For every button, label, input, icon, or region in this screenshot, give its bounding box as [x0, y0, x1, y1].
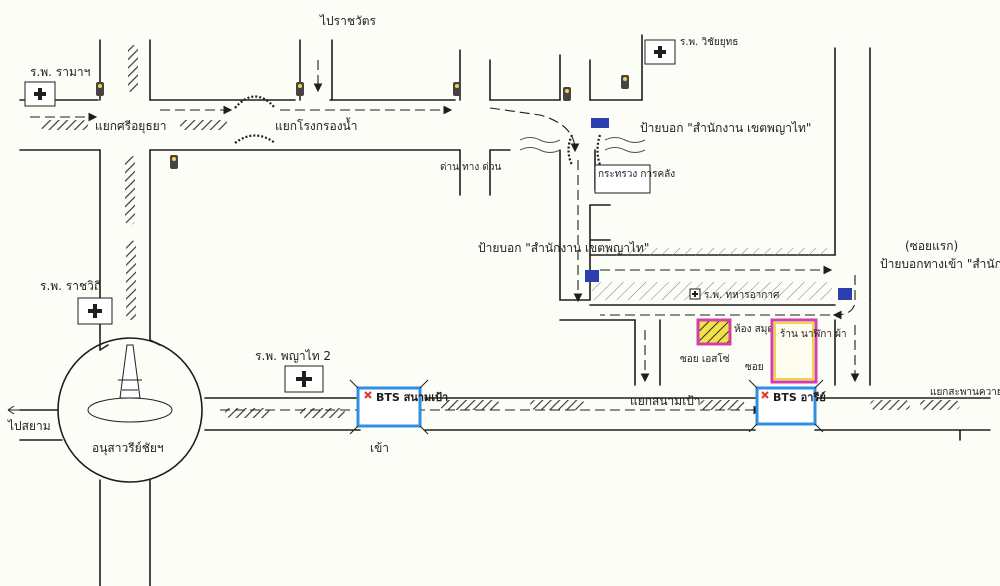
junction-sisao-label: แยกศรีอยุธยา — [95, 119, 166, 134]
destination-shop: ร้าน นาฬิกา ผ้า — [770, 318, 847, 384]
sign-left: ป้ายบอก "สำนักงาน เขตพญาไท" — [478, 241, 649, 282]
junction-water-label: แยกโรงกรองน้ำ — [275, 117, 358, 133]
destination-label: ร้าน นาฬิกา ผ้า — [780, 328, 847, 340]
road-labels: ไปราชวัตร ไปสยาม แยกศรีอยุธยา แยกโรงกรอง… — [7, 14, 1000, 433]
hospital-cross-icon — [296, 371, 312, 387]
to-siam-label: ไปสยาม — [7, 419, 51, 433]
hospital-ramathibodi-label: ร.พ. รามาฯ — [30, 65, 90, 79]
hospital-phayathai2: ร.พ. พญาไท 2 — [255, 349, 331, 393]
traffic-light-icon — [170, 155, 178, 169]
hospital-phayathai2-label: ร.พ. พญาไท 2 — [255, 349, 331, 363]
hospital-tharakarn: ร.พ. ทหารอากาศ — [689, 288, 780, 301]
overpass-arcs — [234, 95, 602, 166]
library-label: ห้อง สมุด — [734, 323, 774, 335]
bts-sanampao: BTS สนามเป้า เข้า — [349, 379, 448, 455]
traffic-light-icon — [453, 82, 461, 96]
traffic-light-icon — [96, 82, 104, 96]
sign-left-label: ป้ายบอก "สำนักงาน เขตพญาไท" — [478, 241, 649, 255]
sign-top: ป้ายบอก "สำนักงาน เขตพญาไท" — [591, 118, 811, 135]
traffic-light-icon — [621, 75, 629, 89]
hospital-cross-icon — [654, 46, 666, 58]
soi-esso: ซอย เอสโซ่ ซอย — [680, 352, 764, 373]
sign-top-label: ป้ายบอก "สำนักงาน เขตพญาไท" — [640, 121, 811, 135]
bts-logo-icon — [761, 391, 769, 399]
soi-esso-label: ซอย เอสโซ่ — [680, 352, 730, 365]
signs: ป้ายบอก "สำนักงาน เขตพญาไท" ป้ายบอก "สำน… — [478, 118, 1000, 300]
bts-ari: BTS อารีย์ — [748, 379, 826, 433]
hospital-wichaiyut-label: ร.พ. วิชัยยุทธ — [680, 37, 738, 48]
traffic-light-icon — [563, 87, 571, 101]
sign-right-note: (ซอยแรก) — [905, 239, 958, 253]
bts-ari-label: BTS อารีย์ — [773, 391, 826, 404]
to-rachawat-label: ไปราชวัตร — [319, 14, 377, 28]
traffic-flow — [30, 60, 860, 415]
hospital-rajavithi-label: ร.พ. ราชวิถี — [40, 279, 101, 293]
bts-sanampao-label: BTS สนามเป้า — [376, 391, 448, 404]
arrow-left-icon — [7, 405, 32, 415]
signpost-icon — [585, 270, 599, 282]
junction-saphan-label: แยกสะพานควาย — [930, 387, 1000, 398]
junction-sanamphao-label: แยกสนามเป้า — [630, 394, 701, 408]
hospital-cross-icon — [692, 291, 698, 297]
hospital-cross-icon — [88, 304, 102, 318]
traffic-lights — [96, 75, 629, 169]
bts-logo-icon — [364, 391, 372, 399]
victory-monument: อนุสาวรีย์ชัยฯ — [87, 344, 173, 456]
signpost-icon — [591, 118, 609, 128]
hospital-ramathibodi: ร.พ. รามาฯ — [24, 65, 90, 107]
median-islands — [40, 45, 960, 418]
monument-label: อนุสาวรีย์ชัยฯ — [92, 441, 164, 456]
signpost-icon — [838, 288, 852, 300]
library-block: ห้อง สมุด — [696, 318, 774, 346]
soi-small-label: ซอย — [745, 362, 764, 373]
canal — [519, 137, 646, 153]
hospitals: ร.พ. รามาฯ ร.พ. ราชวิถี ร.พ. พญาไท 2 ร.พ… — [24, 37, 780, 393]
expressway-label: ด่าน ทาง ด่วน — [440, 162, 502, 173]
traffic-light-icon — [296, 82, 304, 96]
finance-office: กระทรวง การคลัง — [594, 164, 675, 194]
bts-enter-label: เข้า — [370, 441, 389, 455]
hospital-cross-icon — [34, 88, 46, 100]
roads — [19, 34, 991, 586]
hospital-wichaiyut: ร.พ. วิชัยยุทธ — [644, 37, 738, 65]
hospital-tharakarn-label: ร.พ. ทหารอากาศ — [704, 290, 780, 301]
finance-office-label: กระทรวง การคลัง — [598, 169, 675, 180]
hospital-rajavithi: ร.พ. ราชวิถี — [40, 279, 113, 325]
